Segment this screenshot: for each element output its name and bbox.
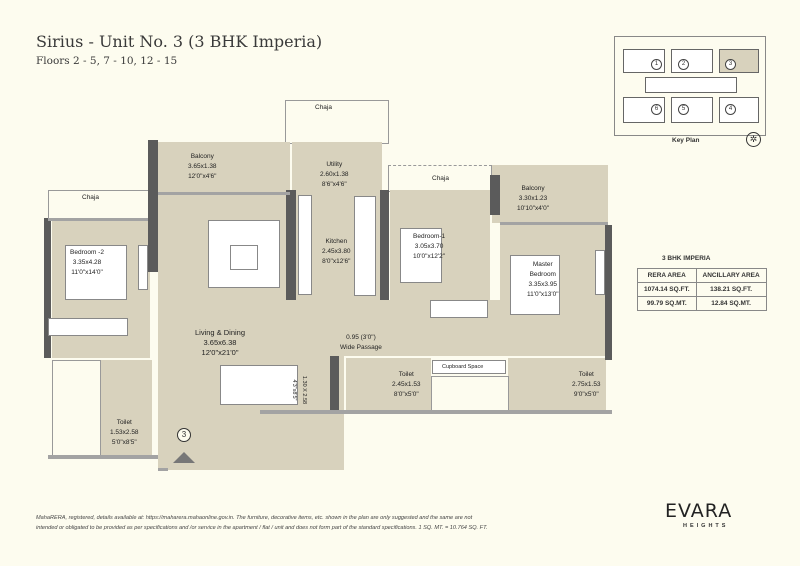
cupboard-space	[432, 360, 506, 374]
table-header: RERA AREA	[637, 268, 697, 283]
chaja-left	[48, 190, 150, 220]
wall	[490, 175, 500, 215]
wardrobe	[48, 318, 128, 336]
brand-logo: EVARA	[665, 500, 733, 522]
toilet-right	[508, 358, 606, 410]
balcony-left	[158, 142, 290, 194]
wall	[330, 356, 339, 411]
wall	[286, 190, 296, 300]
key-plan-number: 6	[651, 104, 662, 115]
wide-passage-label: 0.95 (3'0")Wide Passage	[340, 334, 382, 351]
wall	[605, 225, 612, 360]
balcony-railing	[158, 192, 290, 195]
wall	[44, 218, 51, 358]
utility-room	[292, 142, 382, 192]
bed-bedroom-2	[65, 245, 127, 300]
wardrobe	[138, 245, 148, 290]
table-cell: 12.84 SQ.MT.	[695, 296, 767, 311]
outer-wall	[260, 410, 612, 414]
page-title: Sirius - Unit No. 3 (3 BHK Imperia)	[36, 32, 323, 51]
entrance-arrow-icon	[173, 452, 195, 463]
disclaimer-line: intended or obligated to be provided as …	[36, 525, 488, 531]
chaja-left-label: Chaja	[82, 194, 99, 201]
key-plan-number: 5	[678, 104, 689, 115]
outer-wall	[48, 455, 158, 459]
bed-master	[510, 255, 560, 315]
key-plan-number: 1	[651, 59, 662, 70]
key-plan-number: 2	[678, 59, 689, 70]
duct-mid	[431, 376, 509, 412]
key-plan-number: 3	[725, 59, 736, 70]
key-plan-core	[645, 77, 737, 93]
area-table-title: 3 BHK IMPERIA	[662, 255, 711, 262]
north-compass-icon: ✲	[746, 132, 761, 147]
balcony-right	[492, 165, 608, 223]
unit-number-marker: 3	[177, 428, 191, 442]
area-table: RERA AREA ANCILLARY AREA 1074.14 SQ.FT. …	[637, 268, 767, 311]
key-plan: 1 2 3 4 5 6	[614, 36, 766, 136]
disclaimer-line: MahaRERA, registered, details available …	[36, 515, 473, 521]
chaja-top	[285, 100, 389, 144]
dining-table	[220, 365, 298, 405]
table-row: 99.79 SQ.MT. 12.84 SQ.MT.	[637, 296, 767, 311]
table-header-row: RERA AREA ANCILLARY AREA	[637, 268, 767, 283]
table-cell: 138.21 SQ.FT.	[695, 282, 767, 297]
window	[48, 218, 148, 221]
toilet-left	[100, 360, 152, 455]
cupboard-space-label: Cupboard Space	[442, 364, 484, 370]
wall	[148, 140, 158, 272]
table-cell: 99.79 SQ.MT.	[637, 296, 697, 311]
floors-subtitle: Floors 2 - 5, 7 - 10, 12 - 15	[36, 55, 178, 67]
coffee-table	[230, 245, 258, 270]
wardrobe	[595, 250, 605, 295]
wardrobe	[430, 300, 488, 318]
toilet-mid	[346, 358, 431, 410]
table-row: 1074.14 SQ.FT. 138.21 SQ.FT.	[637, 282, 767, 297]
kitchen-counter	[354, 196, 376, 296]
disclaimer: MahaRERA, registered, details available …	[36, 513, 596, 533]
balcony-railing	[500, 222, 608, 225]
kitchen-counter	[298, 195, 312, 295]
wall	[380, 190, 389, 300]
duct-left	[52, 360, 101, 457]
table-cell: 1074.14 SQ.FT.	[637, 282, 697, 297]
key-plan-number: 4	[725, 104, 736, 115]
key-plan-label: Key Plan	[672, 137, 700, 144]
chaja-mid-label: Chaja	[432, 175, 449, 182]
table-header: ANCILLARY AREA	[695, 268, 767, 283]
brand-logo-sub: HEIGHTS	[683, 523, 729, 529]
bed-bedroom-1	[400, 228, 442, 283]
chaja-top-label: Chaja	[315, 104, 332, 111]
outer-wall	[158, 468, 168, 471]
